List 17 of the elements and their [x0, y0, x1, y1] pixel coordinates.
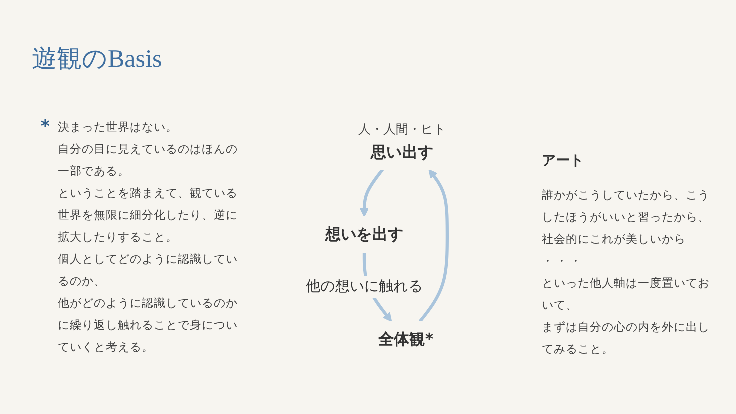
ellipsis-text: ・・・ [542, 253, 585, 270]
footnote-asterisk: * [41, 118, 50, 136]
body-text: といった他人軸は一度置いておいて、 [542, 275, 711, 314]
edge-label: 他の想いに触れる [306, 278, 423, 296]
node-text: 全体観* [378, 330, 434, 349]
body-text: 個人としてどのように認識しているのか、 [58, 251, 239, 290]
body-text: まずは自分の心の内を外に出してみること。 [542, 319, 711, 358]
body-text: 他がどのように認識しているのかに繰り返し触れることで身についていくと考える。 [58, 295, 239, 356]
title: 遊観のBasis [32, 45, 162, 75]
section-heading: アート [542, 152, 585, 171]
body-text: ということを踏まえて、観ている世界を無限に細分化したり、逆に拡大したりすること。 [58, 185, 239, 246]
body-text: 自分の目に見えているのはほんの一部である。 [58, 141, 239, 180]
arrow [418, 169, 449, 323]
body-text: 決まった世界はない。 [58, 119, 179, 136]
node-text: 人・人間・ヒト 思い出す [358, 122, 446, 161]
body-text: 誰かがこうしていたから、こうしたほうがいいと習ったから、社会的にこれが美しいから [542, 187, 711, 248]
arrow [360, 168, 384, 218]
